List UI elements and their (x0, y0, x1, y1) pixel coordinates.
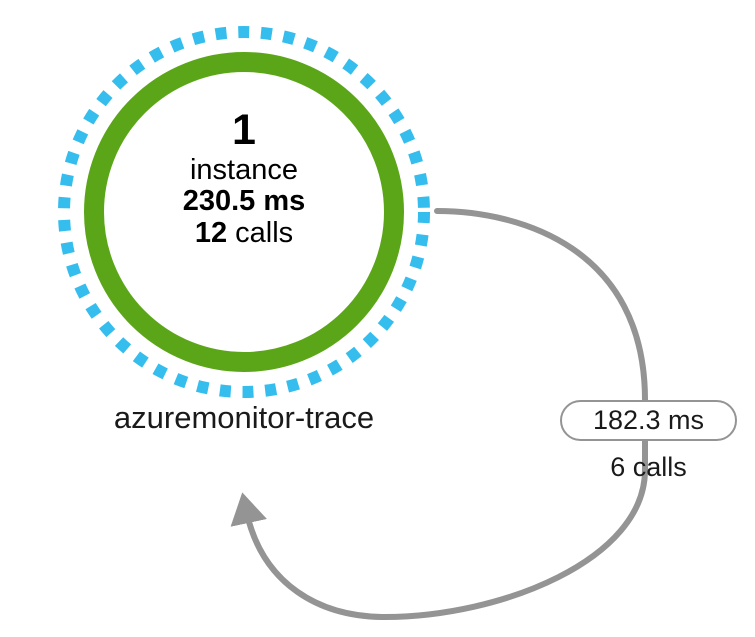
node-calls: 12 calls (114, 218, 374, 249)
node-name-label[interactable]: azuremonitor-trace (113, 400, 375, 435)
instance-count: 1 (232, 106, 256, 154)
edge-duration-badge[interactable]: 182.3 ms (560, 400, 737, 441)
node-metrics: 1 instance 230.5 ms 12 calls (114, 106, 374, 249)
node-duration: 230.5 ms (182, 185, 306, 218)
solid-circle-icon[interactable] (84, 52, 404, 372)
dashed-circle-icon (58, 26, 430, 398)
node-calls-number: 12 (194, 217, 228, 250)
node-calls-unit: calls (235, 217, 294, 250)
instance-label: instance (189, 153, 298, 186)
self-loop-edge[interactable] (230, 208, 648, 620)
edge-calls-label: 6 calls (610, 452, 687, 482)
